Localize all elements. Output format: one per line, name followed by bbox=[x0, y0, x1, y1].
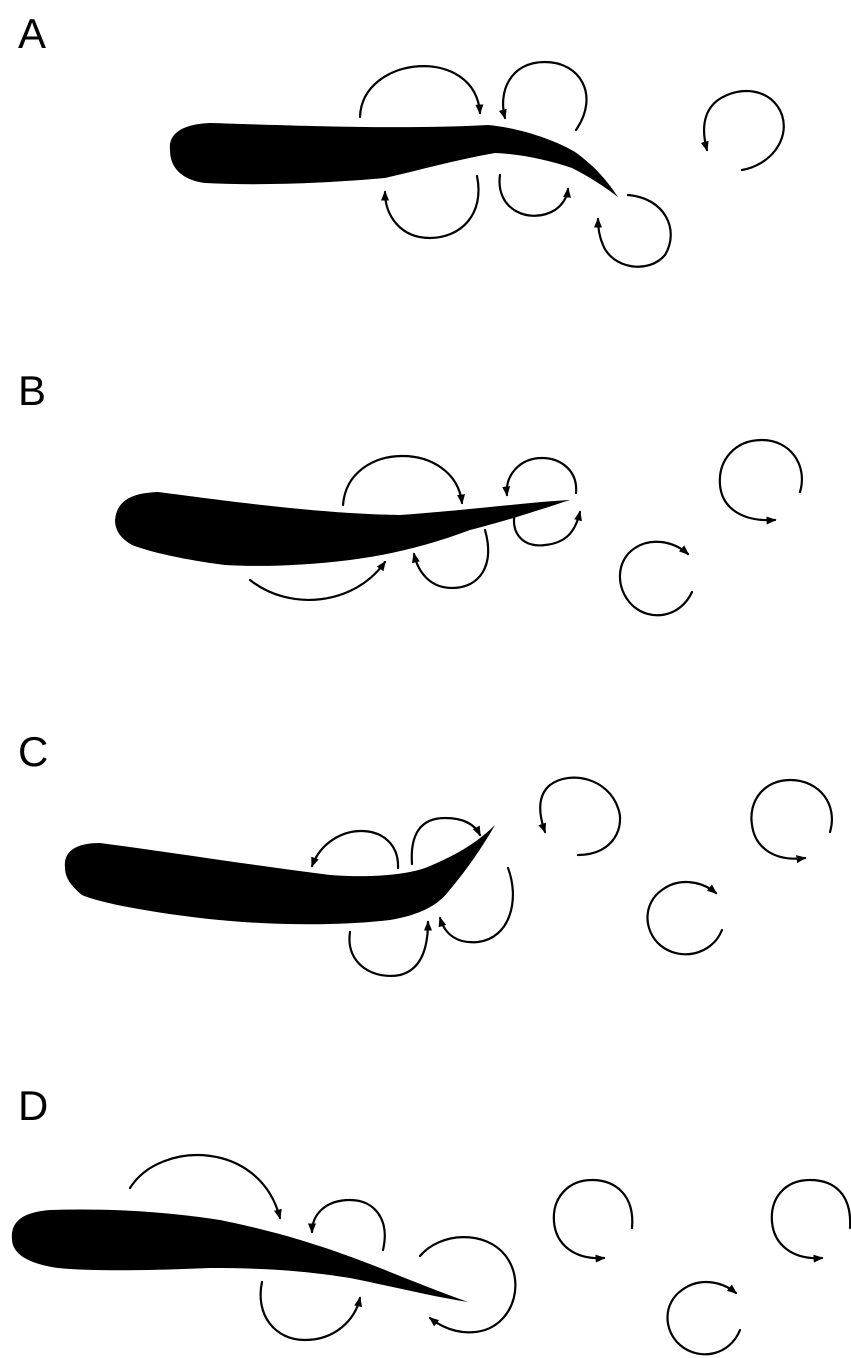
vortex-c-3 bbox=[540, 778, 620, 855]
panel-label-b: B bbox=[18, 367, 46, 414]
vortex-a-5 bbox=[500, 175, 568, 216]
vortex-d-7 bbox=[667, 1282, 740, 1354]
vortex-b-4 bbox=[250, 562, 385, 600]
panel-a: A bbox=[18, 10, 784, 267]
panel-label-c: C bbox=[18, 728, 48, 775]
vortex-d-1 bbox=[130, 1155, 280, 1218]
panel-label-d: D bbox=[18, 1082, 48, 1129]
fish-body-d bbox=[12, 1209, 468, 1302]
vortex-c-6 bbox=[751, 780, 831, 859]
panel-d: D bbox=[12, 1082, 850, 1354]
vortex-d-2 bbox=[312, 1200, 385, 1250]
vortex-b-2 bbox=[507, 458, 576, 495]
vortex-b-6 bbox=[720, 440, 802, 520]
vortex-c-4 bbox=[349, 922, 428, 976]
vortex-d-4 bbox=[772, 1180, 850, 1258]
vortex-d-6 bbox=[420, 1237, 515, 1332]
vortex-a-4 bbox=[385, 176, 479, 238]
vortex-a-1 bbox=[360, 66, 480, 117]
fish-body-a bbox=[170, 123, 618, 197]
vortex-a-3 bbox=[704, 91, 784, 170]
vortex-d-5 bbox=[261, 1282, 360, 1340]
panel-c: C bbox=[18, 728, 832, 976]
vortex-b-7 bbox=[620, 542, 692, 616]
vortex-b-3 bbox=[514, 512, 580, 545]
vortex-a-6 bbox=[598, 195, 671, 267]
panel-b: B bbox=[18, 367, 802, 615]
vortex-c-1 bbox=[312, 831, 398, 868]
vortex-c-7 bbox=[647, 882, 722, 954]
panel-label-a: A bbox=[18, 10, 46, 57]
vortex-a-2 bbox=[503, 62, 586, 130]
fish-body-c bbox=[65, 825, 495, 924]
vortex-d-3 bbox=[554, 1180, 632, 1258]
vortex-b-1 bbox=[343, 456, 462, 505]
